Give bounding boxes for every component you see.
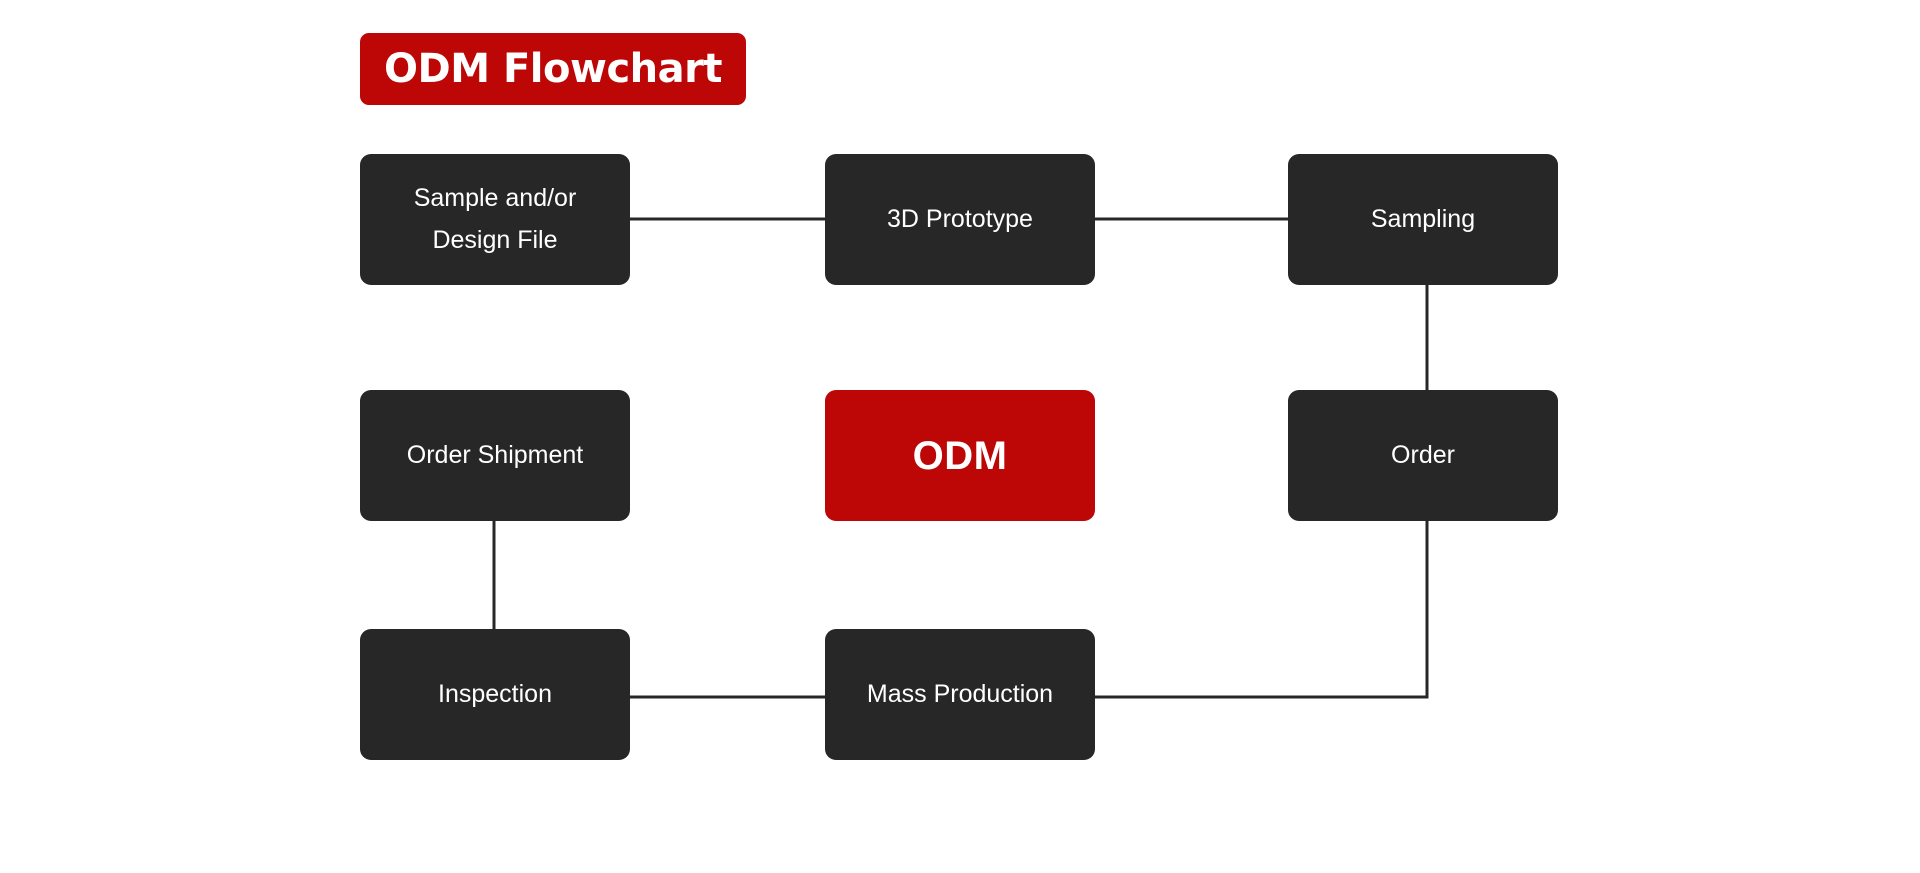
node-sample-design-file[interactable]: Sample and/or Design File	[360, 154, 630, 285]
node-3d-prototype[interactable]: 3D Prototype	[825, 154, 1095, 285]
node-inspection[interactable]: Inspection	[360, 629, 630, 760]
node-odm-center[interactable]: ODM	[825, 390, 1095, 521]
node-label: Inspection	[438, 679, 552, 708]
page-title: ODM Flowchart	[384, 46, 722, 92]
edge-order-to-mass-production	[1093, 519, 1429, 699]
node-label: 3D Prototype	[887, 204, 1033, 233]
node-mass-production[interactable]: Mass Production	[825, 629, 1095, 760]
node-order-shipment[interactable]: Order Shipment	[360, 390, 630, 521]
node-label: Mass Production	[866, 679, 1054, 708]
page-title-badge: ODM Flowchart	[360, 33, 746, 105]
node-sampling[interactable]: Sampling	[1288, 154, 1558, 285]
node-label: Order Shipment	[406, 440, 584, 469]
node-label: Sampling	[1370, 204, 1476, 233]
node-label: ODM	[912, 433, 1008, 478]
node-label: Sample and/or Design File	[413, 184, 577, 254]
node-label: Order	[1391, 440, 1455, 469]
node-order[interactable]: Order	[1288, 390, 1558, 521]
